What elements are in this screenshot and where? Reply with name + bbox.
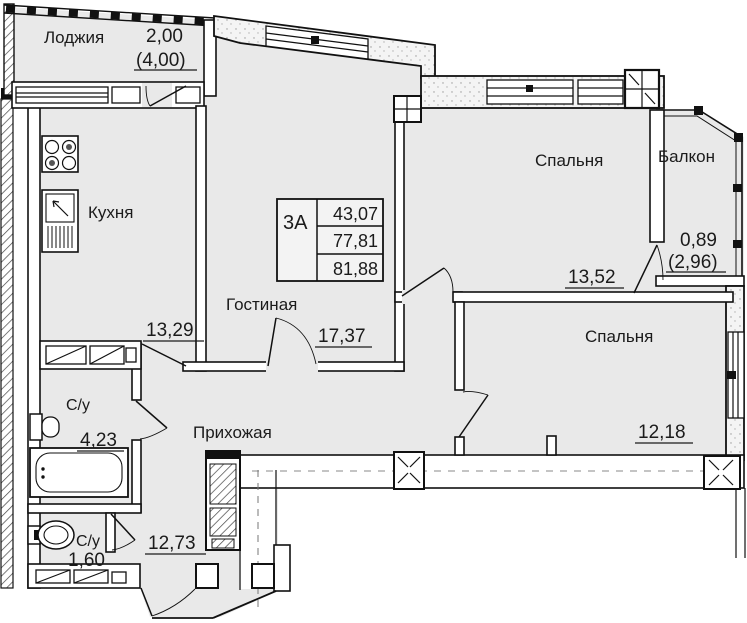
loggia-railing xyxy=(3,4,216,27)
loggia-label: Лоджия xyxy=(44,28,104,47)
kitchen-sink-icon xyxy=(41,189,79,253)
balcony-area: 0,89 xyxy=(680,230,717,251)
loggia-area: 2,00 xyxy=(146,26,183,47)
bathroom-label: С/у xyxy=(66,397,90,414)
room-labels: Лоджия 2,00 (4,00) Кухня 13,29 Гостиная … xyxy=(44,26,726,571)
fixtures xyxy=(27,135,129,550)
bedroom1-window-b xyxy=(577,79,624,105)
toilet-icon xyxy=(29,413,60,441)
bedroom2-door-leaf xyxy=(458,394,489,438)
room-bedroom1: Спальня 13,52 xyxy=(535,151,624,289)
kitchen-passage-line xyxy=(141,343,187,367)
room-living: Гостиная 17,37 xyxy=(226,295,372,348)
room-bedroom2: Спальня 12,18 xyxy=(585,327,693,444)
bedroom1-door-leaf xyxy=(401,267,445,297)
balcony-door-leaf xyxy=(633,244,658,294)
wc-door-leaf xyxy=(110,513,136,541)
balcony-area-coeff: (2,96) xyxy=(668,252,718,273)
bedroom1-window-a xyxy=(486,79,574,105)
bathtub-icon xyxy=(29,447,129,498)
bedroom1-area: 13,52 xyxy=(568,267,616,288)
living-room-window xyxy=(265,25,369,60)
wc-label: С/у xyxy=(76,533,100,550)
kitchen-area: 13,29 xyxy=(146,320,194,341)
room-loggia: Лоджия 2,00 (4,00) xyxy=(44,26,197,71)
living-area-value: 43,07 xyxy=(333,204,378,224)
kitchen-label: Кухня xyxy=(88,203,134,222)
living-room-door-leaf xyxy=(267,317,277,367)
balcony-railing xyxy=(656,106,743,281)
interior-walls xyxy=(27,95,741,619)
ventilation-shaft-icon xyxy=(205,450,241,551)
total-area-value: 81,88 xyxy=(333,259,378,279)
bathroom-area: 4,23 xyxy=(80,430,117,451)
facade-column xyxy=(623,68,661,110)
bathroom-door-leaf xyxy=(135,400,168,429)
room-balcony: Балкон 0,89 (2,96) xyxy=(658,147,726,273)
unit-number: 3А xyxy=(283,212,308,234)
entrance-door-leaf xyxy=(140,587,153,617)
neighbour-wall-hatch xyxy=(0,98,14,589)
vent-block xyxy=(39,340,142,370)
bottom-column-right xyxy=(703,455,741,490)
wc-area: 1,60 xyxy=(68,550,105,571)
room-wc: С/у 1,60 xyxy=(68,533,105,571)
bottom-column-left xyxy=(393,451,425,490)
bedroom1-label: Спальня xyxy=(535,151,603,170)
bedroom2-window xyxy=(727,331,745,419)
junction-column xyxy=(393,95,422,123)
area-value: 77,81 xyxy=(333,231,378,251)
stove-icon xyxy=(41,135,79,173)
balcony-label: Балкон xyxy=(658,147,715,166)
bottom-wall xyxy=(27,563,141,589)
washbasin-icon xyxy=(27,520,75,550)
living-label: Гостиная xyxy=(226,295,297,314)
room-kitchen: Кухня 13,29 xyxy=(88,203,204,342)
info-box: 3А 43,07 77,81 81,88 xyxy=(276,198,384,282)
hallway-label: Прихожая xyxy=(193,423,272,442)
hallway-area: 12,73 xyxy=(148,533,196,554)
living-area: 17,37 xyxy=(318,326,366,347)
bedroom2-area: 12,18 xyxy=(638,422,686,443)
loggia-door-leaf xyxy=(149,85,187,107)
exterior-walls xyxy=(0,3,746,589)
kitchen-window-band xyxy=(11,81,205,109)
room-hallway: Прихожая 12,73 xyxy=(145,423,272,555)
room-bathroom: С/у 4,23 xyxy=(66,397,124,452)
bedroom2-label: Спальня xyxy=(585,327,653,346)
loggia-area-coeff: (4,00) xyxy=(136,50,186,71)
